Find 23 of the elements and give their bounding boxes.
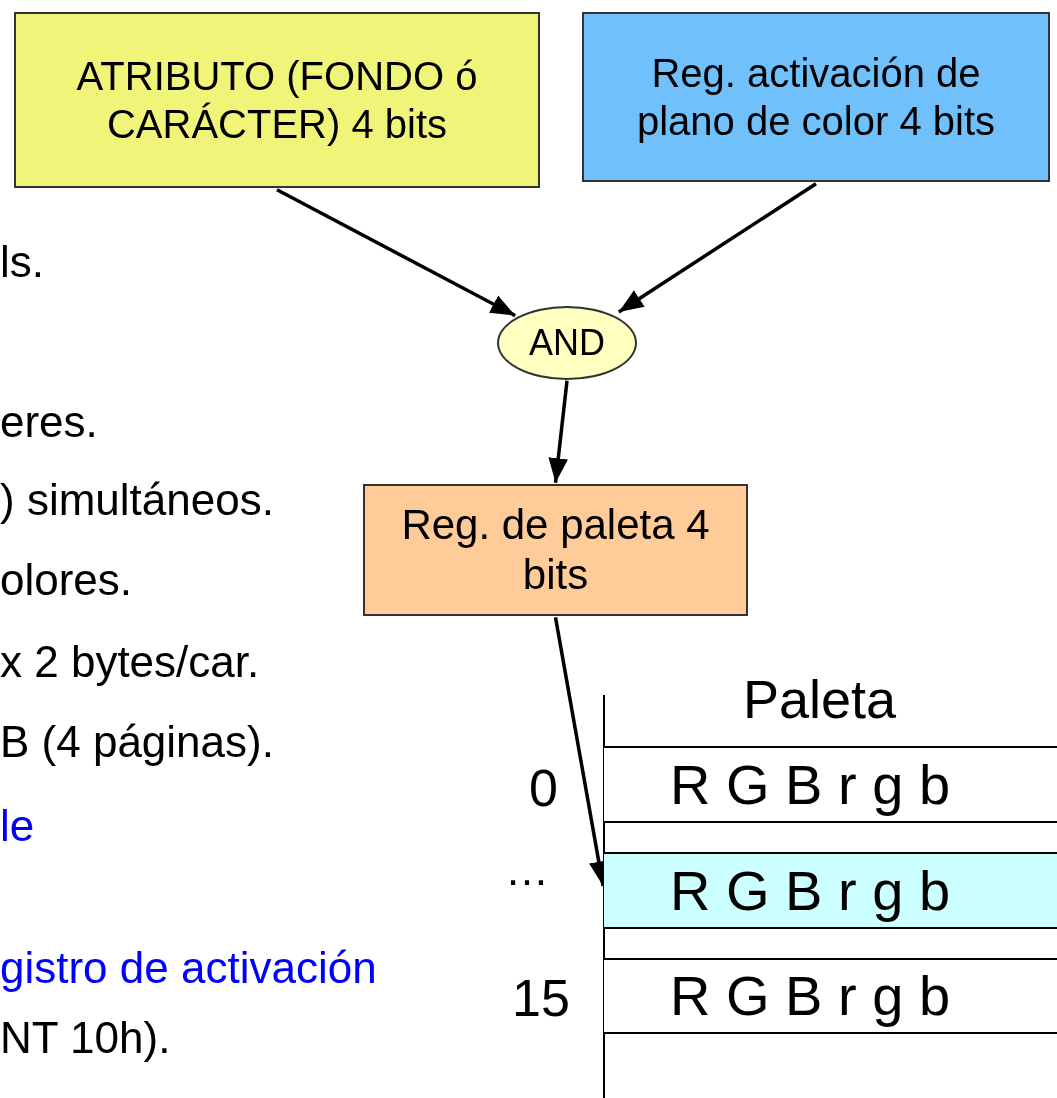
row-index: … <box>505 848 549 892</box>
text-fragment: ) simultáneos. <box>0 478 274 522</box>
arrow <box>617 182 817 314</box>
text-fragment: eres. <box>0 400 98 444</box>
register-box: Reg. de paleta 4 bits <box>363 484 748 616</box>
palette-row: R G B r g b <box>604 852 1057 929</box>
text-fragment: le <box>0 804 35 848</box>
row-index: 0 <box>529 762 558 814</box>
text-fragment: NT 10h). <box>0 1016 171 1060</box>
text-fragment: gistro de activación <box>0 946 377 990</box>
palette-row: R G B r g b <box>604 958 1057 1034</box>
text-fragment: ls. <box>0 240 44 284</box>
arrow <box>548 380 569 483</box>
text-fragment: B (4 páginas). <box>0 720 274 764</box>
row-index: 15 <box>512 972 570 1024</box>
and-ellipse: AND <box>497 306 637 380</box>
arrow <box>276 188 516 318</box>
palette-row: R G B r g b <box>604 746 1057 823</box>
register-box: Reg. activación de plano de color 4 bits <box>582 12 1050 182</box>
text-fragment: x 2 bytes/car. <box>0 640 260 684</box>
attribute-box: ATRIBUTO (FONDO ó CARÁCTER) 4 bits <box>14 12 540 188</box>
table-title: Paleta <box>743 672 897 726</box>
text-fragment: olores. <box>0 558 133 602</box>
